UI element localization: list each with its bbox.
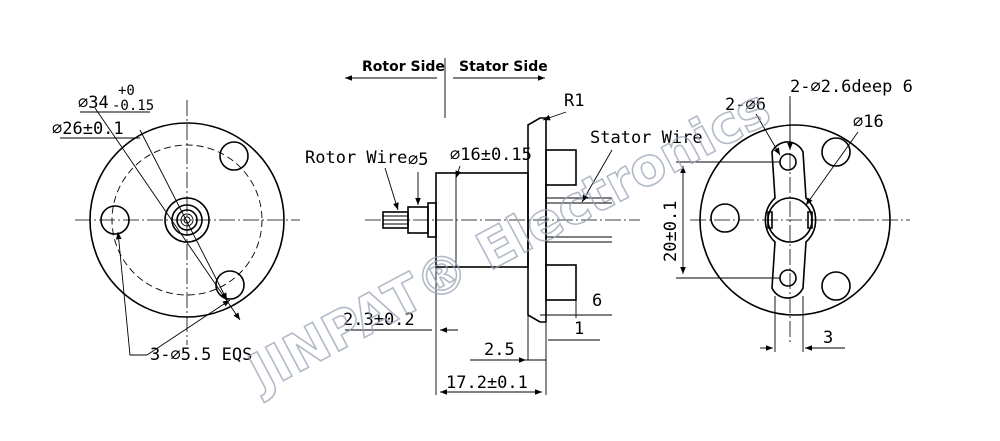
front-outer-flange (89, 122, 285, 318)
front-holes-dim: 3-⌀5.5 EQS (150, 345, 252, 365)
rotor-wire-leader (384, 167, 399, 211)
back-mount-hole (821, 137, 851, 167)
radius-leader (542, 111, 567, 121)
front-shaft-core (183, 216, 191, 224)
back-tapped-hole (779, 269, 797, 287)
front-view: ⌀34 +0 -0.15 ⌀26±0.1 3-⌀5.5 EQS (52, 83, 300, 365)
front-outer-tol-upper: +0 (118, 83, 135, 99)
side-view: Rotor Side Stator Side Rotor Wire ⌀5 ⌀16… (305, 58, 703, 395)
body-dim: ⌀16±0.15 (450, 145, 532, 165)
back-stator-mount (764, 141, 817, 299)
back-mount-hole (710, 203, 740, 233)
back-view: 2-⌀2.6deep 6 2-⌀6 ⌀16 20±0.1 3 (661, 77, 913, 352)
flange-gap-dim: 2.5 (484, 340, 515, 360)
back-tapped-dim: 2-⌀2.6deep 6 (790, 77, 913, 97)
rotor-wire-label: Rotor Wire (305, 148, 407, 168)
stator-wire-leader (581, 149, 613, 203)
radius-dim: R1 (564, 91, 584, 111)
back-holes-leader (755, 113, 781, 156)
shaft-len-dim: 2.3±0.2 (343, 310, 415, 330)
stator-wire-label: Stator Wire (590, 128, 703, 148)
back-slot-dim: 3 (823, 328, 833, 348)
back-tapped-hole (779, 153, 797, 171)
body-dim-leader (455, 165, 462, 179)
shaft-dim: ⌀5 (408, 150, 428, 170)
back-spacing-dim-text: 20±0.1 (661, 201, 681, 262)
back-bore-leader (805, 131, 859, 206)
front-mount-hole (215, 270, 245, 300)
back-terminal (767, 211, 773, 229)
total-len-dim: 17.2±0.1 (446, 373, 528, 393)
stator-housing-top (545, 149, 577, 186)
front-mount-hole (219, 141, 249, 171)
back-bore-dim: ⌀16 (853, 112, 884, 132)
stator-housing-bottom (545, 264, 577, 301)
rotor-side-label: Rotor Side (362, 59, 445, 75)
front-mount-hole (100, 205, 130, 235)
front-leader-holes (115, 231, 147, 356)
back-mount-hole (821, 271, 851, 301)
front-pcd-circle (111, 144, 263, 296)
front-pcd-dim: ⌀26±0.1 (52, 119, 124, 139)
front-outer-dim: ⌀34 (78, 93, 109, 113)
front-outer-tol-lower: -0.15 (112, 98, 154, 114)
stator-side-label: Stator Side (459, 59, 548, 75)
front-leader-holes-2 (146, 299, 231, 356)
front-leader-outer (94, 107, 241, 321)
back-holes-dim: 2-⌀6 (725, 95, 766, 115)
front-leader-pcd (139, 129, 228, 301)
stator-len-dim: 6 (592, 291, 602, 311)
back-outer-flange (699, 124, 891, 316)
flange-thick-dim: 1 (574, 319, 584, 339)
back-terminal (807, 211, 813, 229)
front-shaft (176, 209, 198, 231)
front-shaft-bore (180, 213, 194, 227)
